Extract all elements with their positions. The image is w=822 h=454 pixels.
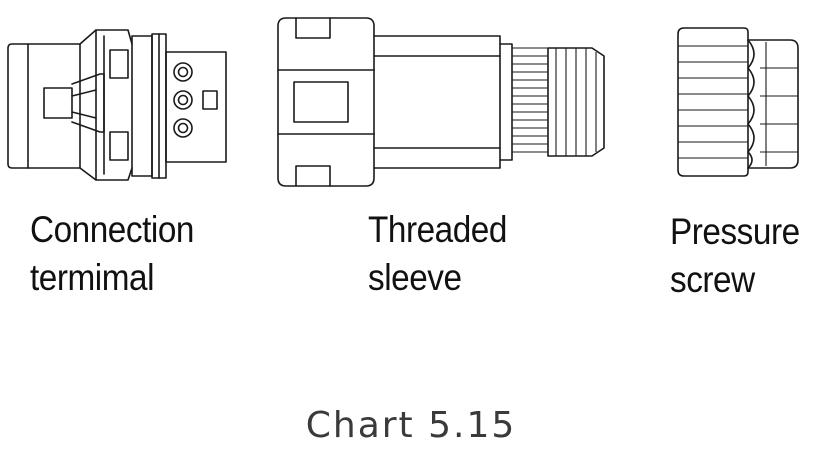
threaded-sleeve-illustration (277, 17, 605, 187)
pressure-screw-label-line-2: screw (670, 259, 755, 300)
connection-terminal-label-line-1: Connection (30, 209, 194, 250)
connection-terminal-illustration (7, 29, 227, 181)
connection-terminal-label: Connection termimal (30, 206, 194, 302)
pressure-screw-label: Pressure screw (670, 208, 800, 304)
pressure-screw-illustration (677, 27, 799, 177)
threaded-sleeve-label-line-2: sleeve (368, 257, 462, 298)
threaded-sleeve-label: Threaded sleeve (368, 206, 507, 302)
pressure-screw-label-line-1: Pressure (670, 211, 800, 252)
figure-caption: Chart 5.15 (305, 405, 517, 446)
connection-terminal-label-line-2: termimal (30, 257, 155, 298)
threaded-sleeve-label-line-1: Threaded (368, 209, 507, 250)
